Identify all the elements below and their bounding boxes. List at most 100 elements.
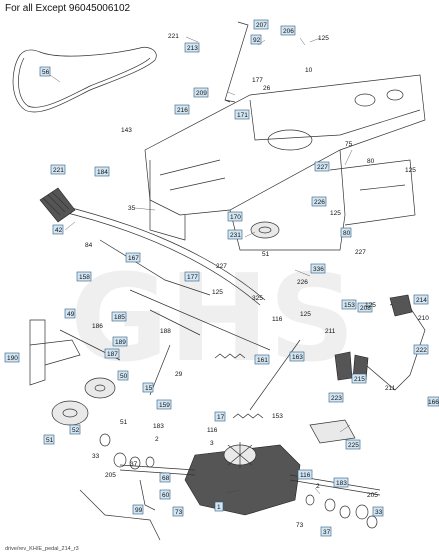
callout-158: 158 [79, 274, 90, 281]
callout-125: 125 [212, 289, 223, 296]
callout-49: 49 [67, 311, 75, 318]
callout-116: 116 [300, 472, 311, 479]
idler-pulley [250, 221, 280, 239]
callout-215: 215 [354, 376, 365, 383]
callout-226: 226 [297, 279, 308, 286]
diagram-title: For all Except 96045006102 [5, 3, 131, 14]
callout-52: 52 [72, 427, 80, 434]
callout-227: 227 [355, 249, 366, 256]
callout-51: 51 [120, 419, 128, 426]
callout-208: 208 [360, 305, 371, 312]
callout-227: 227 [317, 164, 328, 171]
callout-163: 163 [292, 354, 303, 361]
callout-185: 185 [114, 314, 125, 321]
callout-51: 51 [262, 251, 270, 258]
callout-222: 222 [416, 347, 427, 354]
callout-42: 42 [55, 227, 63, 234]
callout-177: 177 [252, 77, 263, 84]
callout-210: 210 [418, 315, 429, 322]
callout-187: 187 [107, 351, 118, 358]
callout-225: 225 [348, 442, 359, 449]
callout-214: 214 [416, 297, 427, 304]
callout-125: 125 [365, 302, 376, 309]
callout-186: 186 [92, 323, 103, 330]
callout-177: 177 [187, 274, 198, 281]
callout-125: 125 [318, 35, 329, 42]
callout-167: 167 [128, 255, 139, 262]
lift-lever [224, 21, 249, 103]
callout-92: 92 [253, 37, 261, 44]
pulley-50 [84, 377, 116, 399]
callout-37: 37 [323, 529, 331, 536]
callout-213: 213 [187, 45, 198, 52]
frame-chassis [144, 74, 426, 251]
spring-161 [214, 353, 246, 359]
callout-143: 143 [121, 127, 132, 134]
callout-125: 125 [405, 167, 416, 174]
callout-226: 226 [314, 199, 325, 206]
callout-209: 209 [196, 90, 207, 97]
bracket-225 [309, 419, 356, 444]
callout-80: 80 [367, 158, 375, 165]
bypass-rods [79, 479, 161, 541]
callout-161: 161 [257, 357, 268, 364]
callout-60: 60 [162, 492, 170, 499]
callout-166: 166 [428, 399, 439, 406]
pulley-52 [51, 400, 89, 426]
callout-205: 205 [105, 472, 116, 479]
callout-99: 99 [135, 507, 143, 514]
callout-51: 51 [46, 437, 54, 444]
callout-17: 17 [217, 414, 225, 421]
callout-170: 170 [230, 214, 241, 221]
callout-207: 207 [256, 22, 267, 29]
callout-125: 125 [300, 311, 311, 318]
callout-50: 50 [120, 373, 128, 380]
drawing-code: drive/rev_KH/E_pedal_214_r3 [5, 546, 79, 552]
spring-17 [232, 413, 264, 419]
callout-205: 205 [367, 492, 378, 499]
callout-216: 216 [177, 107, 188, 114]
callout-75: 75 [345, 141, 353, 148]
callout-3: 3 [210, 440, 214, 447]
callout-80: 80 [343, 230, 351, 237]
callout-153: 153 [272, 413, 283, 420]
callout-1: 1 [217, 504, 221, 511]
callout-221: 221 [168, 33, 179, 40]
callout-2: 2 [316, 483, 320, 490]
callout-336: 336 [313, 266, 324, 273]
callout-116: 116 [207, 427, 218, 434]
drive-belt [12, 46, 157, 113]
callout-37: 37 [130, 461, 138, 468]
leader-lines [49, 36, 353, 495]
callout-33: 33 [92, 453, 100, 460]
callout-211: 211 [385, 385, 396, 392]
callout-221: 221 [53, 167, 64, 174]
callout-26: 26 [263, 85, 271, 92]
callout-56: 56 [42, 69, 50, 76]
callout-84: 84 [85, 242, 93, 249]
callout-10: 10 [305, 67, 313, 74]
callout-73: 73 [175, 509, 183, 516]
callout-153: 153 [344, 302, 355, 309]
callouts: 213 207 92 206 56 209 171 216 221 184 22… [4, 19, 439, 537]
callout-183: 183 [153, 423, 164, 430]
callout-188: 188 [160, 328, 171, 335]
callout-68: 68 [162, 475, 170, 482]
callout-325: 325 [252, 295, 263, 302]
callout-159: 159 [159, 402, 170, 409]
callout-15: 15 [145, 385, 153, 392]
callout-231: 231 [230, 232, 241, 239]
callout-125: 125 [330, 210, 341, 217]
bracket-190 [29, 319, 81, 386]
callout-189: 189 [115, 339, 126, 346]
callout-171: 171 [237, 112, 248, 119]
callout-223: 223 [331, 395, 342, 402]
callout-2: 2 [155, 436, 159, 443]
callout-227: 227 [216, 263, 227, 270]
callout-183: 183 [336, 480, 347, 487]
callout-73: 73 [296, 522, 304, 529]
callout-206: 206 [283, 28, 294, 35]
callout-33: 33 [375, 509, 383, 516]
axle-washers [99, 433, 378, 529]
